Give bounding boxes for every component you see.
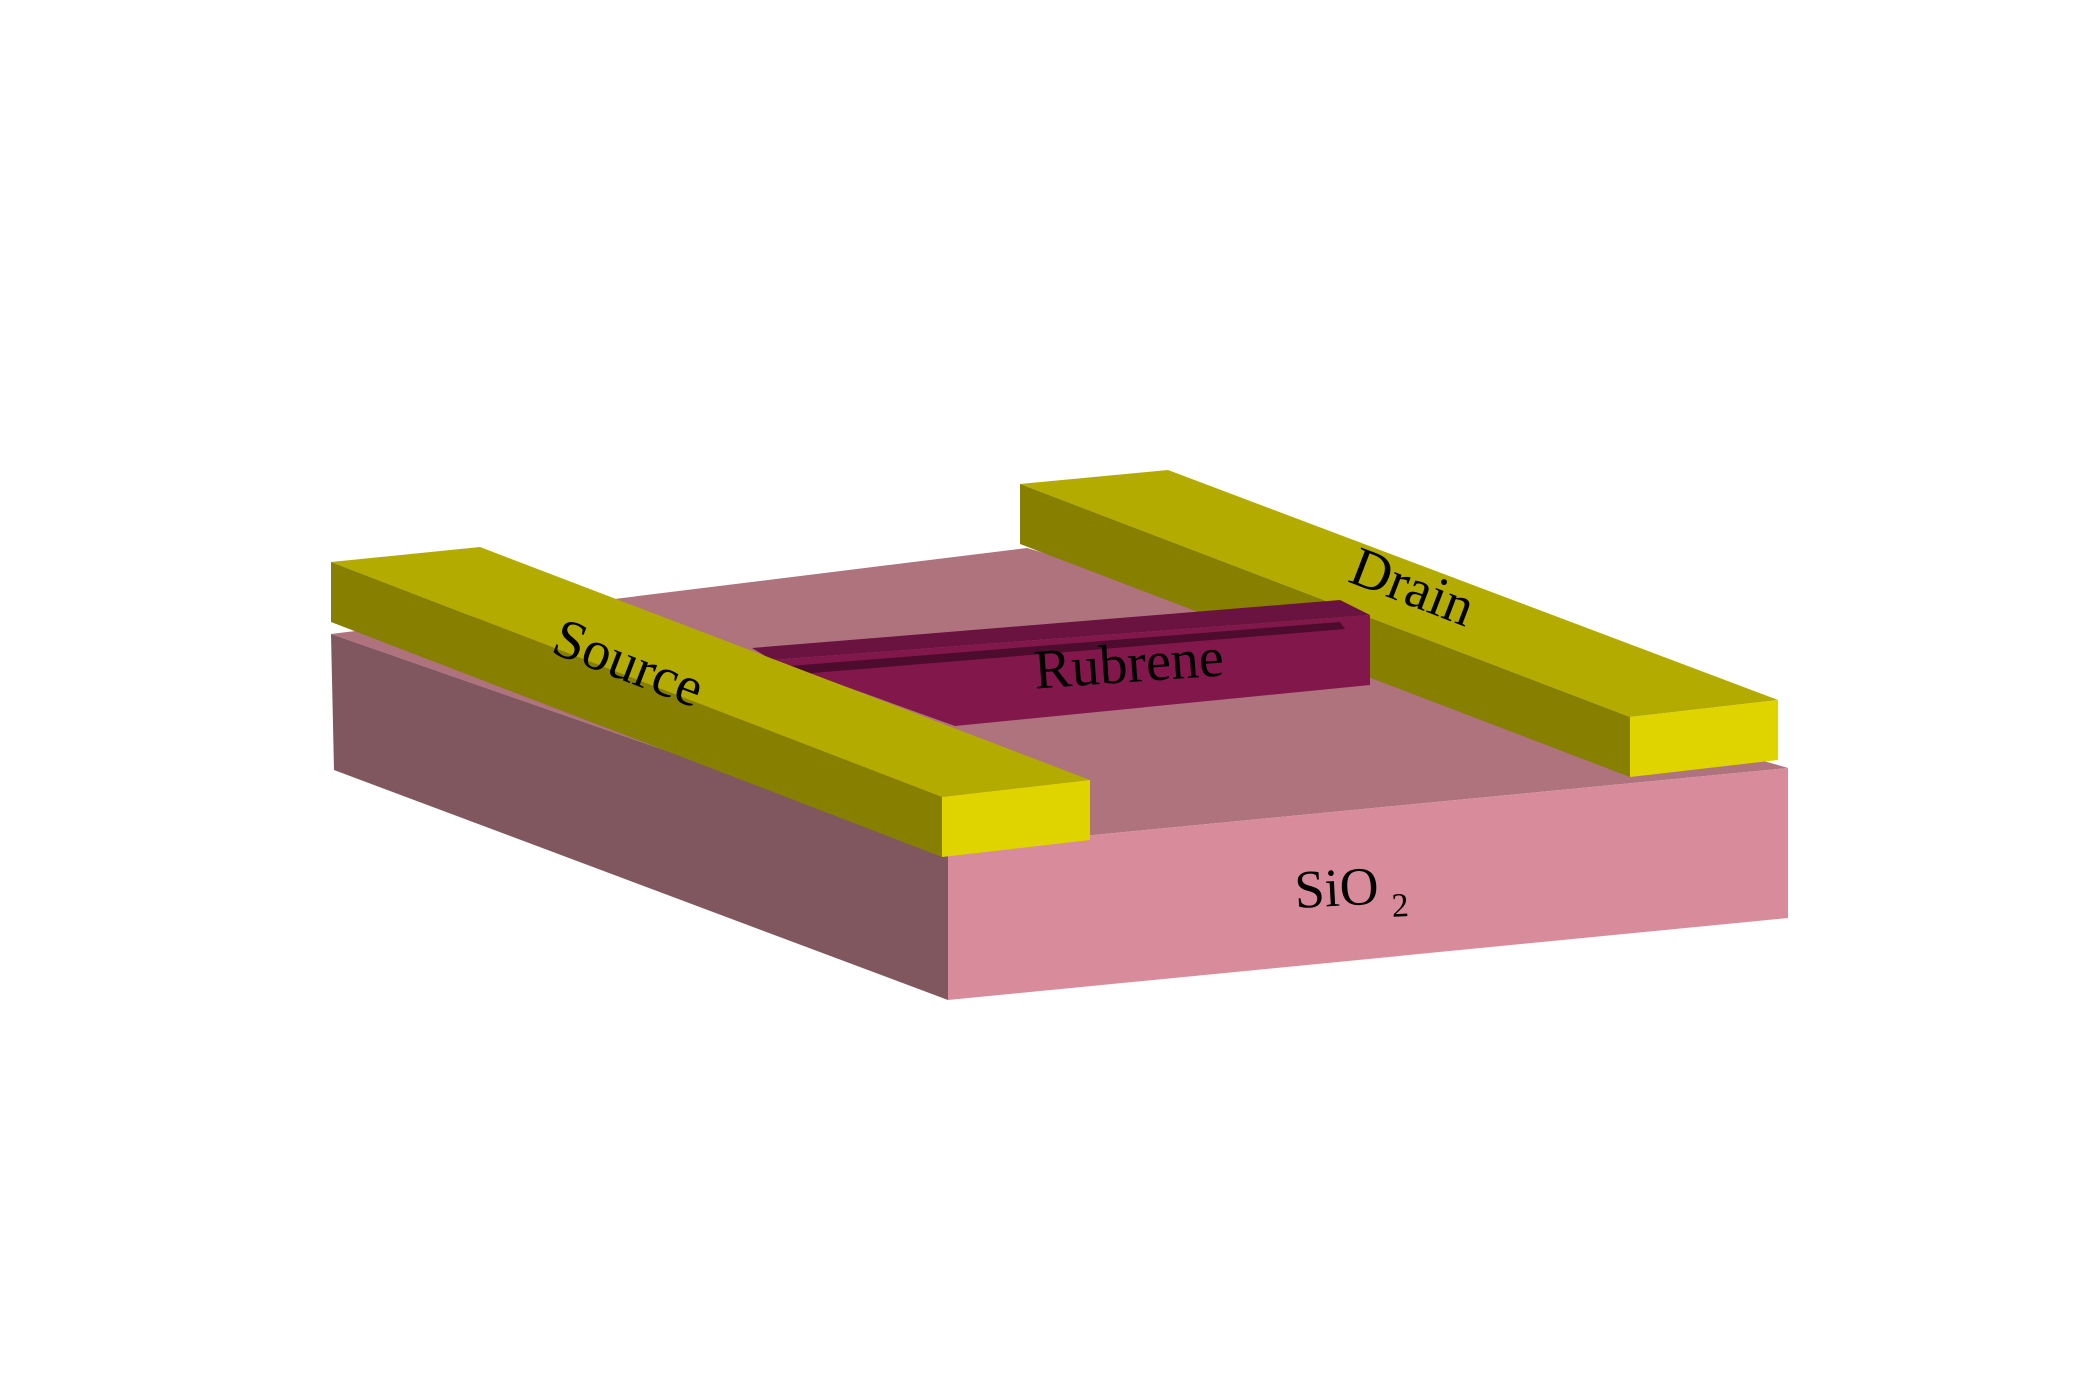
- source-left-face: [331, 562, 942, 857]
- channel-top-face: [752, 600, 1370, 660]
- rubrene-channel: [752, 600, 1370, 726]
- source-top-face: [331, 547, 1090, 797]
- sio2-label: SiO 2: [1293, 854, 1410, 930]
- channel-stripe: [790, 622, 1345, 674]
- rubrene-label: Rubrene: [1032, 627, 1226, 702]
- drain-top-face: [1020, 470, 1778, 717]
- drain-end-face: [1630, 700, 1778, 777]
- source-end-face: [942, 780, 1090, 857]
- substrate-front-face: [948, 768, 1788, 1000]
- source-electrode: [331, 547, 1090, 857]
- channel-front-face: [772, 615, 1370, 726]
- sio2-label-base: SiO: [1293, 856, 1380, 920]
- substrate-left-face: [331, 634, 948, 1000]
- sio2-label-subscript: 2: [1391, 887, 1410, 925]
